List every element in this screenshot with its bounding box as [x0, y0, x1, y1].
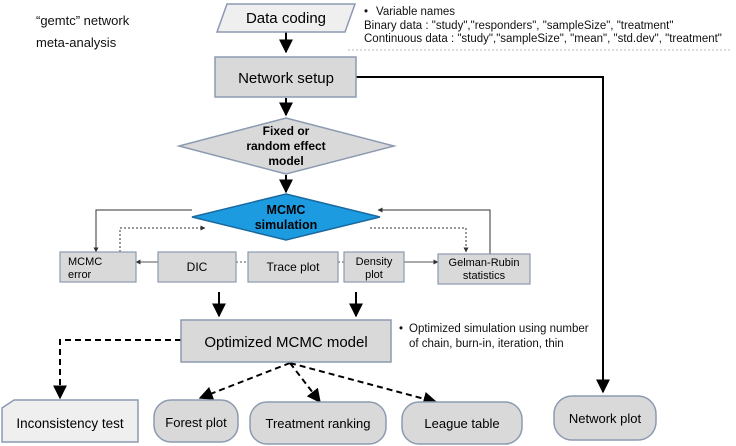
- note-optimized-2: of chain, burn-in, iteration, thin: [409, 338, 564, 350]
- arrow-to-league: [289, 362, 438, 406]
- mcmc-error-label-1: MCMC: [68, 256, 102, 268]
- treatment-ranking-node: Treatment ranking: [249, 401, 387, 445]
- trace-plot-label: Trace plot: [267, 260, 321, 274]
- bullet-icon: •: [364, 6, 369, 18]
- density-plot-node: Density plot: [343, 251, 405, 283]
- note-variable-names: Variable names: [376, 6, 456, 18]
- effect-model-node: Fixed or random effect model: [176, 117, 397, 175]
- mcmc-simulation-node: MCMC simulation: [191, 193, 381, 241]
- forest-plot-node: Forest plot: [153, 399, 239, 443]
- inconsistency-test-label: Inconsistency test: [16, 416, 124, 431]
- network-setup-label: Network setup: [238, 70, 334, 87]
- loop-right-outer: [377, 207, 491, 254]
- gelman-rubin-label-1: Gelman-Rubin: [449, 257, 520, 269]
- loop-left-inner: [119, 225, 206, 252]
- loop-right-inner: [370, 227, 469, 253]
- mcmc-error-node: MCMC error: [59, 251, 137, 283]
- network-setup-node: Network setup: [214, 56, 357, 98]
- league-table-node: League table: [401, 401, 523, 445]
- inconsistency-test-node: Inconsistency test: [1, 399, 139, 443]
- arrow-to-forest: [198, 362, 291, 400]
- effect-model-label-3: model: [268, 154, 303, 168]
- mcmc-error-label-2: error: [68, 269, 92, 281]
- diagram-title: “gemtc” network meta-analysis: [36, 10, 129, 54]
- optimized-model-node: Optimized MCMC model: [180, 319, 392, 363]
- density-plot-label-2: plot: [365, 269, 383, 281]
- effect-model-label-1: Fixed or: [263, 124, 310, 138]
- bullet-icon: •: [399, 323, 404, 335]
- data-coding-label: Data coding: [246, 10, 326, 27]
- forest-plot-label: Forest plot: [165, 415, 227, 430]
- league-table-label: League table: [424, 416, 499, 431]
- gelman-rubin-node: Gelman-Rubin statistics: [437, 253, 531, 285]
- mcmc-simulation-label-2: simulation: [255, 218, 318, 232]
- data-coding-node: Data coding: [215, 3, 357, 33]
- note-binary: Binary data : "study","responders", "sam…: [364, 19, 674, 32]
- trace-plot-node: Trace plot: [247, 251, 339, 283]
- density-plot-label-1: Density: [356, 256, 393, 268]
- dic-node: DIC: [157, 251, 237, 283]
- mcmc-simulation-label-1: MCMC: [267, 203, 306, 217]
- loop-left-outer: [93, 209, 192, 253]
- optimized-note: • Optimized simulation using number of ch…: [399, 322, 589, 352]
- arrow-to-ranking: [289, 362, 321, 404]
- arrow-to-inconsistency: [53, 339, 181, 400]
- network-plot-node: Network plot: [553, 395, 657, 441]
- network-plot-label: Network plot: [569, 411, 642, 426]
- gelman-rubin-label-2: statistics: [463, 270, 506, 282]
- note-continuous: Continuous data : "study","sampleSize", …: [364, 33, 722, 45]
- variable-names-note: • Variable names Binary data : "study","r…: [364, 6, 722, 47]
- title-line-2: meta-analysis: [36, 35, 117, 50]
- effect-model-label-2: random effect: [246, 139, 325, 153]
- dic-label: DIC: [187, 260, 208, 274]
- optimized-model-label: Optimized MCMC model: [204, 334, 367, 351]
- arrow-setup-to-network-plot: [356, 76, 610, 394]
- title-line-1: “gemtc” network: [36, 13, 130, 28]
- treatment-ranking-label: Treatment ranking: [265, 416, 370, 431]
- note-optimized-1: Optimized simulation using number: [409, 323, 589, 335]
